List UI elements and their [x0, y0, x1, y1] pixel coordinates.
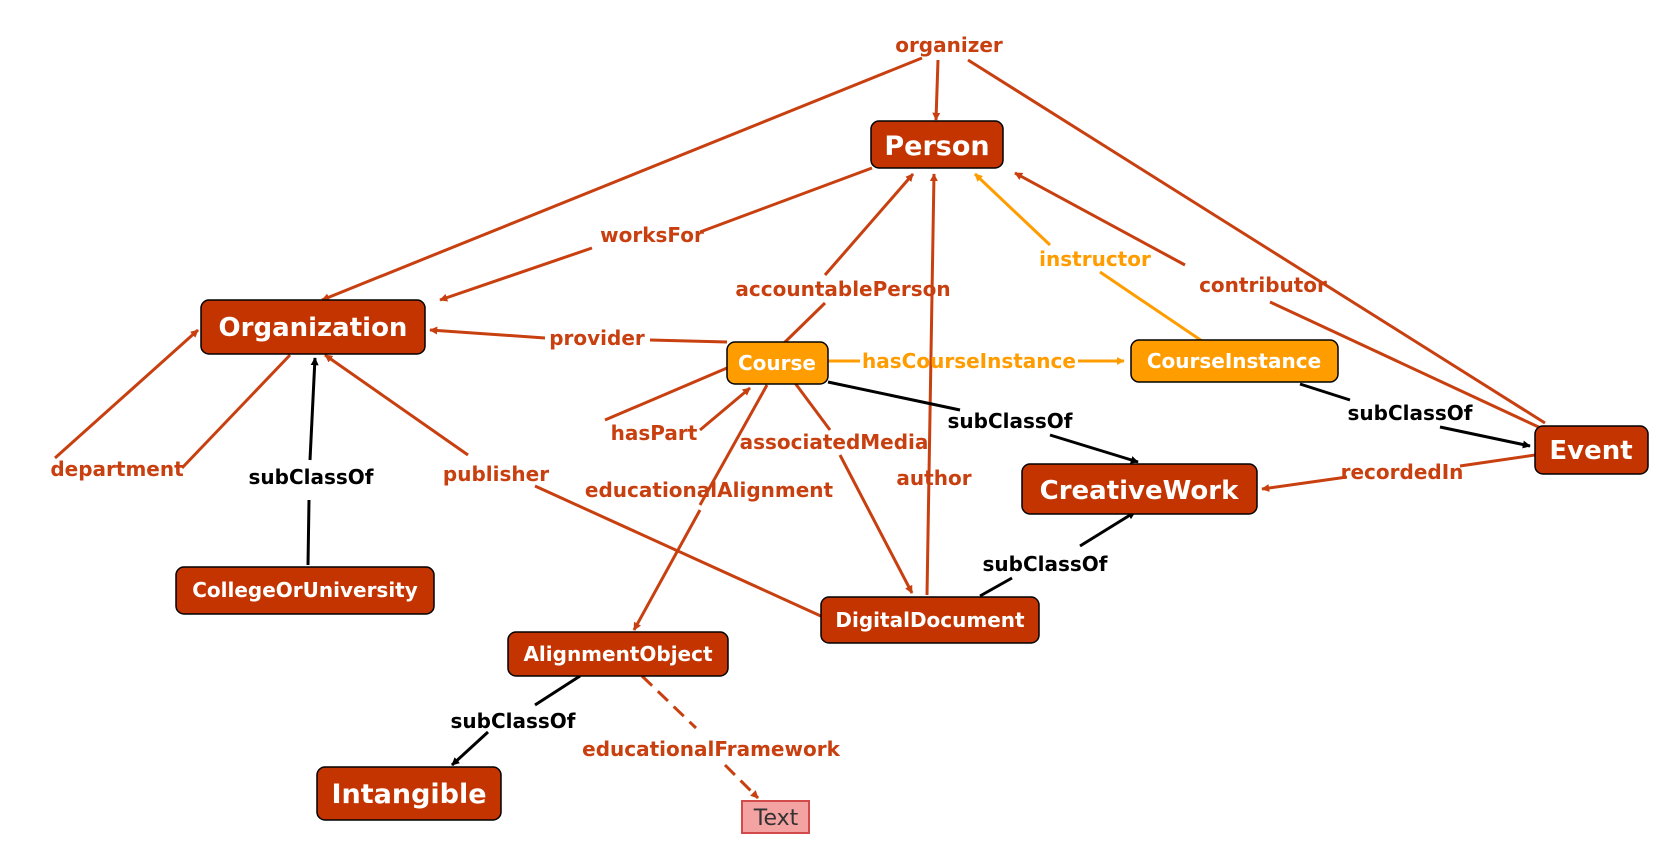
label-publisher: publisher: [443, 462, 549, 486]
label-author: author: [896, 466, 971, 490]
edge-contributor-b: [1014, 171, 1186, 267]
edge-publisher-a: [534, 484, 824, 619]
edge-recordedin-a: [1459, 452, 1543, 468]
node-collegeoruniversity[interactable]: CollegeOrUniversity: [175, 566, 435, 615]
label-educationalframework: educationalFramework: [582, 737, 840, 761]
edge-educationalframework-a: [640, 674, 698, 730]
edge-contributor-a: [1269, 300, 1546, 432]
node-digitaldocument[interactable]: DigitalDocument: [820, 596, 1040, 644]
node-courseinstance[interactable]: CourseInstance: [1130, 339, 1339, 383]
edge-publisher-b: [324, 353, 469, 457]
label-worksfor: worksFor: [600, 223, 704, 247]
label-contributor: contributor: [1199, 273, 1327, 297]
node-event-label: Event: [1549, 436, 1632, 466]
node-intangible-box: [316, 766, 502, 821]
node-course-label: Course: [738, 351, 816, 375]
node-courseinstance-box: [1130, 339, 1339, 383]
node-person-box: [870, 120, 1004, 169]
node-person-label: Person: [884, 131, 989, 162]
node-digitaldocument-label: DigitalDocument: [835, 608, 1025, 632]
node-organization-box: [200, 299, 426, 355]
edge-department-b: [53, 328, 200, 460]
edge-subclass-alignmentobject-a: [534, 674, 581, 707]
edge-accountableperson-b: [823, 173, 915, 276]
node-text-literal[interactable]: Text: [741, 800, 810, 834]
label-instructor: instructor: [1039, 247, 1151, 271]
edge-instructor-a: [1099, 270, 1206, 345]
node-digitaldocument-box: [820, 596, 1040, 644]
node-person[interactable]: Person: [870, 120, 1004, 169]
node-event[interactable]: Event: [1534, 425, 1649, 475]
edge-subclass-course-b: [1049, 433, 1139, 464]
label-provider: provider: [549, 326, 645, 350]
node-intangible-label: Intangible: [331, 779, 486, 810]
edge-haspart-b: [699, 386, 751, 432]
edge-subclass-course-a: [827, 380, 961, 412]
edge-organizer-to-person: [932, 59, 941, 121]
node-alignmentobject-box: [507, 631, 729, 677]
edge-instructor-b: [973, 172, 1052, 247]
label-subclass-alignmentobject: subClassOf: [451, 709, 576, 733]
label-subclass-courseinstance: subClassOf: [1348, 401, 1473, 425]
node-creativework[interactable]: CreativeWork: [1021, 463, 1258, 515]
edge-educationalalignment-a: [698, 384, 769, 506]
node-organization-label: Organization: [219, 313, 408, 343]
label-subclass-college: subClassOf: [249, 465, 374, 489]
label-hascourseinstance: hasCourseInstance: [862, 349, 1076, 373]
label-associatedmedia: associatedMedia: [740, 430, 929, 454]
edge-associatedmedia-a: [793, 382, 832, 431]
label-haspart: hasPart: [611, 421, 698, 445]
node-text-label: Text: [753, 806, 799, 831]
node-organization[interactable]: Organization: [200, 299, 426, 355]
edge-organizer-from-event: [967, 58, 1546, 425]
edge-author: [925, 173, 938, 596]
edge-accountableperson-a: [780, 301, 827, 347]
node-intangible[interactable]: Intangible: [316, 766, 502, 821]
node-creativework-box: [1021, 463, 1258, 515]
edge-provider-b: [429, 326, 546, 340]
edge-worksfor-a: [699, 166, 873, 234]
node-alignmentobject-label: AlignmentObject: [523, 642, 713, 666]
node-creativework-label: CreativeWork: [1040, 476, 1239, 506]
label-department: department: [50, 457, 184, 481]
label-organizer: organizer: [895, 33, 1003, 57]
node-event-box: [1534, 425, 1649, 475]
edge-haspart-a: [604, 366, 728, 422]
edge-recordedin-b: [1261, 475, 1348, 492]
label-subclass-digitaldocument: subClassOf: [983, 552, 1108, 576]
label-recordedin: recordedIn: [1341, 460, 1464, 484]
edge-associatedmedia-b: [838, 454, 914, 594]
node-course-box: [726, 341, 829, 385]
node-collegeoruniversity-box: [175, 566, 435, 615]
edge-organizer-to-organization: [321, 56, 923, 302]
label-educationalalignment: educationalAlignment: [585, 478, 834, 502]
edge-department-a: [180, 353, 292, 470]
edge-labels: organizer worksFor accountablePerson ins…: [50, 33, 1472, 761]
node-collegeoruniversity-label: CollegeOrUniversity: [192, 578, 418, 602]
edge-subclass-courseinstance-a: [1299, 382, 1351, 402]
node-alignmentobject[interactable]: AlignmentObject: [507, 631, 729, 677]
edge-subclass-digitaldocument-a: [979, 576, 1013, 598]
node-courseinstance-label: CourseInstance: [1147, 349, 1321, 373]
edge-provider-a: [649, 338, 728, 344]
edge-subclass-courseinstance-b: [1439, 425, 1531, 449]
label-accountableperson: accountablePerson: [735, 277, 950, 301]
node-course[interactable]: Course: [726, 341, 829, 385]
edge-educationalframework-b: [723, 763, 760, 800]
edge-subclass-alignmentobject-b: [450, 730, 490, 767]
label-subclass-course: subClassOf: [948, 409, 1073, 433]
edge-subclass-digitaldocument-b: [1079, 510, 1136, 548]
node-text-box: [741, 800, 810, 834]
edge-educationalalignment-b: [632, 509, 702, 631]
edge-worksfor-b: [439, 246, 593, 302]
edge-subclass-college-a: [306, 499, 311, 566]
edge-subclass-college-b: [308, 357, 319, 461]
edges: [53, 56, 1546, 800]
